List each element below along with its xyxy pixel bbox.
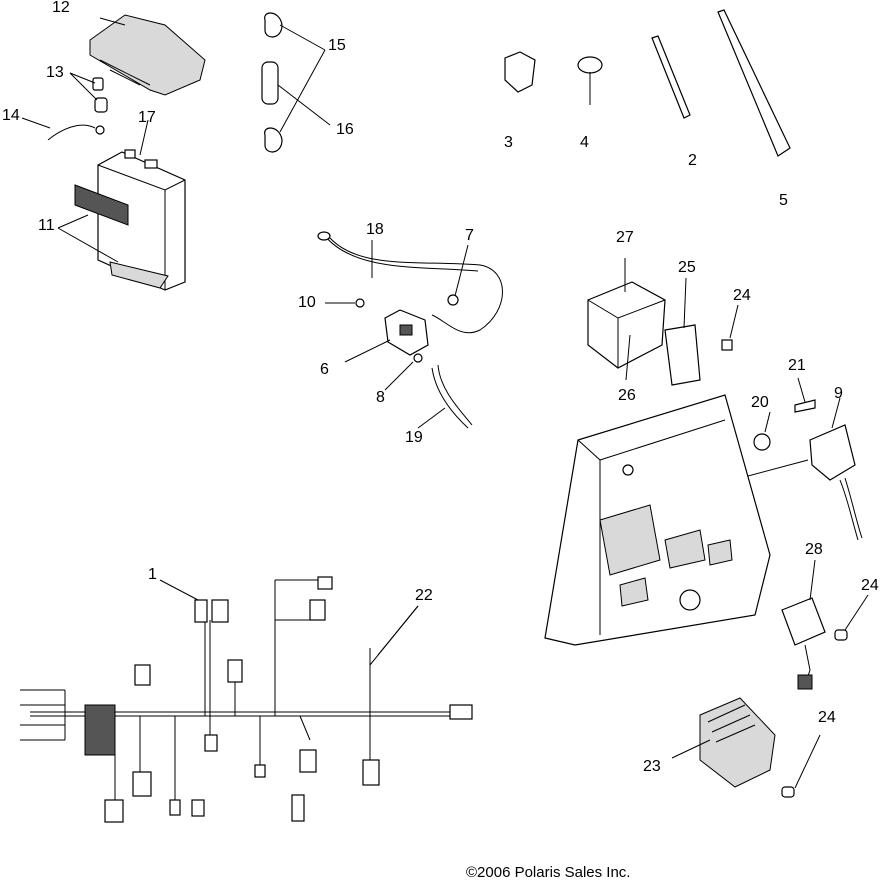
cable-ring-terminal xyxy=(95,125,105,135)
relay-part xyxy=(504,51,536,93)
ignition-switch-part xyxy=(809,424,863,541)
callout-2: 2 xyxy=(688,152,697,169)
bolt-part xyxy=(794,399,816,413)
callout-4: 4 xyxy=(580,134,589,151)
callout-8: 8 xyxy=(376,389,385,406)
nut-part xyxy=(447,294,459,306)
callout-19: 19 xyxy=(405,429,423,446)
cable-ring-terminal xyxy=(317,231,331,241)
copyright-text: ©2006 Polaris Sales Inc. xyxy=(466,864,631,881)
cable-tie-part xyxy=(651,35,691,119)
voltage-regulator-part xyxy=(781,597,826,690)
callout-24: 24 xyxy=(818,709,836,726)
rectifier-part xyxy=(699,697,776,788)
callout-24: 24 xyxy=(733,287,751,304)
bolt-part xyxy=(834,629,848,641)
callout-16: 16 xyxy=(336,121,354,138)
bracket-part xyxy=(664,324,701,386)
callout-22: 22 xyxy=(415,587,433,604)
callout-9: 9 xyxy=(834,385,843,402)
sensor-part xyxy=(577,56,603,105)
callout-13: 13 xyxy=(46,64,64,81)
callout-1: 1 xyxy=(148,566,157,583)
callout-27: 27 xyxy=(616,229,634,246)
callout-28: 28 xyxy=(805,541,823,558)
callout-5: 5 xyxy=(779,192,788,209)
callout-7: 7 xyxy=(465,227,474,244)
strap-part xyxy=(261,12,283,153)
battery-pad-part xyxy=(74,184,129,226)
bolt-part xyxy=(721,339,733,351)
callout-26: 26 xyxy=(618,387,636,404)
starter-solenoid-part xyxy=(384,309,429,356)
nut-part xyxy=(753,433,771,451)
callout-18: 18 xyxy=(366,221,384,238)
callout-6: 6 xyxy=(320,361,329,378)
mounting-panel-part xyxy=(544,394,771,646)
callout-14: 14 xyxy=(2,107,20,124)
nut-part xyxy=(413,353,423,363)
positive-cable-part xyxy=(324,235,479,272)
wire-harness-part xyxy=(20,576,473,823)
callout-17: 17 xyxy=(138,109,156,126)
callout-3: 3 xyxy=(504,134,513,151)
callout-11: 11 xyxy=(38,217,55,234)
negative-cable-part xyxy=(437,364,473,426)
battery-pad-part xyxy=(109,261,169,289)
callout-15: 15 xyxy=(328,37,346,54)
callout-12: 12 xyxy=(52,0,70,16)
callout-24: 24 xyxy=(861,577,879,594)
negative-cable-part xyxy=(431,367,469,429)
bolt-part xyxy=(781,786,795,798)
bolt-part xyxy=(355,298,365,308)
fastener-part xyxy=(92,77,108,113)
callout-21: 21 xyxy=(788,357,806,374)
callout-23: 23 xyxy=(643,758,661,775)
cdi-module-part xyxy=(587,281,666,369)
callout-10: 10 xyxy=(298,294,316,311)
battery-cover-part xyxy=(89,14,206,96)
callout-25: 25 xyxy=(678,259,696,276)
cable-tie-part xyxy=(717,9,791,157)
battery-part xyxy=(97,149,186,291)
battery-cable-part xyxy=(47,124,96,141)
positive-cable-part xyxy=(329,237,503,334)
callout-20: 20 xyxy=(751,394,769,411)
leader-lines xyxy=(21,17,869,789)
